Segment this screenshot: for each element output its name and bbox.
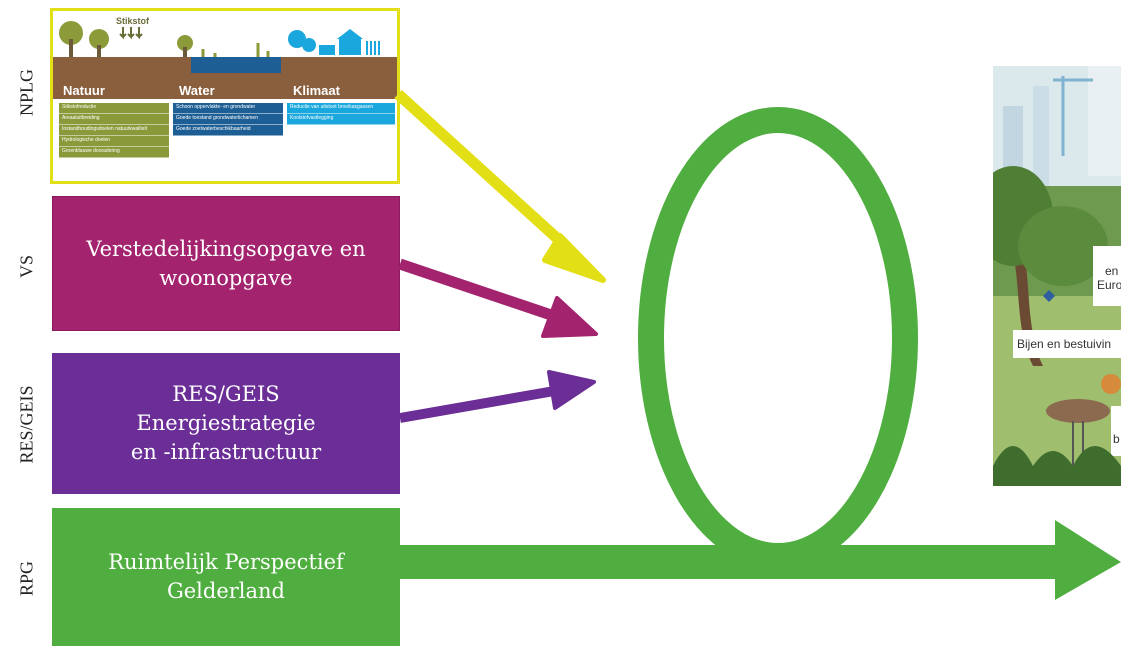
green-arrow-head	[1055, 520, 1121, 600]
rpg-line-2: Gelderland	[166, 579, 286, 603]
res-geis-line-2: Energiestrategie	[136, 411, 316, 435]
verstedelijking-line-2: woonopgave	[159, 265, 293, 290]
natuur-row: Groenblauwe dooradering	[59, 147, 169, 158]
nplg-image: Stikstof Natuur Water Klimaat Stikstofre…	[50, 8, 400, 184]
natuur-row: Instandhoudingsdoelen natuurkwaliteit	[59, 125, 169, 136]
nature-illustration: en Euro Bijen en bestuivin b	[993, 66, 1121, 486]
verstedelijking-line-1: Verstedelijkingsopgave en	[86, 236, 366, 261]
yellow-arrow-head	[542, 233, 606, 283]
illustration-text-2: Euro	[1097, 278, 1121, 292]
natuur-row: Hydrologische doelen	[59, 136, 169, 147]
nplg-landscape-illustration: Stikstof	[53, 11, 397, 99]
rpg-box: Ruimtelijk Perspectief Gelderland	[52, 508, 400, 646]
res-geis-line-1: RES/GEIS	[172, 382, 280, 406]
stikstof-label: Stikstof	[116, 16, 150, 26]
green-arrow-shaft	[400, 545, 1058, 579]
purple-arrow-head	[547, 370, 596, 410]
natuur-row: Areaaluitbreiding	[59, 114, 169, 125]
res-geis-box: RES/GEIS Energiestrategie en -infrastruc…	[52, 353, 400, 494]
klimaat-row: Reductie van uitstoot broeikasgassen	[287, 103, 395, 114]
res-geis-line-3: en -infrastructuur	[130, 440, 322, 464]
nature-illustration-art	[993, 66, 1121, 486]
illustration-text-4: b	[1113, 432, 1120, 446]
natuur-row: Stikstofreductie	[59, 103, 169, 114]
magenta-arrow-shaft	[398, 258, 562, 324]
illustration-text-1: en	[1105, 264, 1119, 278]
yellow-arrow-shaft	[394, 89, 574, 255]
water-row: Schoon oppervlakte- en grondwater	[173, 103, 283, 114]
rpg-line-1: Ruimtelijk Perspectief	[108, 550, 344, 574]
magenta-arrow-head	[541, 296, 598, 338]
klimaat-row: Koolstofvastlegging	[287, 114, 395, 125]
purple-arrow-shaft	[399, 385, 561, 423]
green-loop	[638, 107, 918, 569]
water-header: Water	[179, 83, 215, 98]
klimaat-header: Klimaat	[293, 83, 340, 98]
natuur-header: Natuur	[63, 83, 105, 98]
illustration-text-3: Bijen en bestuivin	[1017, 337, 1112, 351]
water-row: Goede zoetwaterbeschikbaarheid	[173, 125, 283, 136]
verstedelijking-box: Verstedelijkingsopgave en woonopgave	[52, 196, 400, 331]
water-row: Goede toestand grondwaterlichamen	[173, 114, 283, 125]
